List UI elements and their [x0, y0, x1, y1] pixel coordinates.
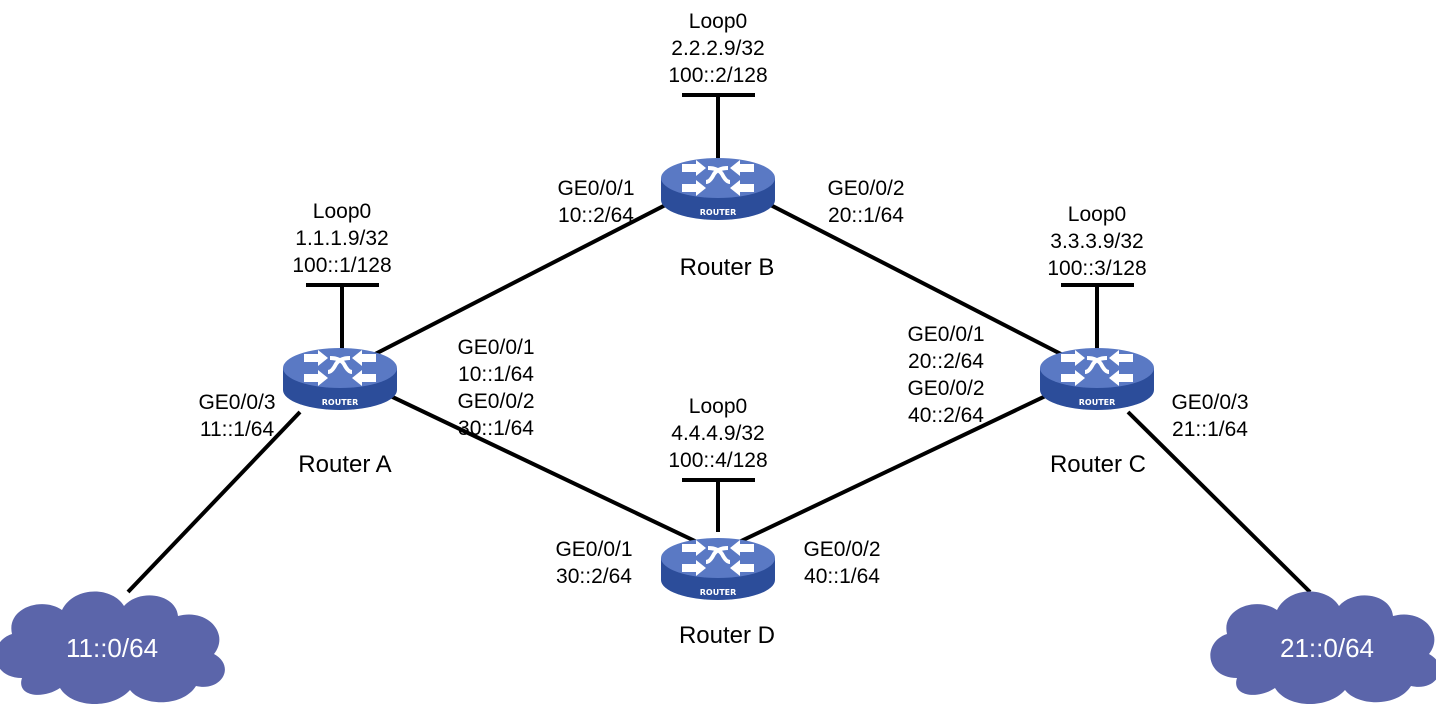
router-d-ge0-0-1-ip: 30::2/64	[556, 565, 632, 588]
router-d[interactable]: ROUTER	[659, 536, 777, 602]
router-d-loopback-name: Loop0	[689, 395, 747, 418]
router-badge: ROUTER	[700, 208, 737, 217]
router-b-loopback-name: Loop0	[689, 10, 747, 33]
router-a[interactable]: ROUTER	[281, 346, 399, 412]
router-a-loopback-name: Loop0	[313, 200, 371, 223]
router-c-ge0-0-2-ip: 40::2/64	[908, 404, 984, 427]
router-badge: ROUTER	[322, 398, 359, 407]
link-c-network-right	[1126, 410, 1312, 594]
router-d-ge0-0-1-name: GE0/0/1	[555, 538, 632, 561]
router-b-ge0-0-2-name: GE0/0/2	[827, 177, 904, 200]
router-a-loopback-ipv6: 100::1/128	[292, 254, 391, 277]
router-b-ge0-0-2-ip: 20::1/64	[828, 204, 904, 227]
router-c-name: Router C	[1050, 451, 1146, 478]
router-c-ge0-0-3-name: GE0/0/3	[1171, 391, 1248, 414]
router-c-ge0-0-1-name: GE0/0/1	[907, 323, 984, 346]
router-b-ge0-0-1-name: GE0/0/1	[557, 177, 634, 200]
router-d-name: Router D	[679, 622, 775, 649]
network-cloud-right: 21::0/64	[1210, 591, 1436, 705]
link-a-d	[339, 370, 719, 554]
network-cloud-left: 11::0/64	[0, 591, 225, 705]
router-a-name: Router A	[298, 451, 391, 478]
router-badge: ROUTER	[700, 588, 737, 597]
router-badge: ROUTER	[1079, 398, 1116, 407]
router-c-loopback-ipv6: 100::3/128	[1047, 257, 1146, 280]
router-d-ge0-0-2-name: GE0/0/2	[803, 538, 880, 561]
router-a-ge0-0-1-ip: 10::1/64	[458, 363, 534, 386]
link-b-c	[717, 176, 1097, 374]
router-c[interactable]: ROUTER	[1038, 346, 1156, 412]
router-b[interactable]: ROUTER	[659, 156, 777, 222]
link-a-network-left	[126, 410, 302, 594]
router-b-loopback-ipv6: 100::2/128	[668, 64, 767, 87]
router-a-ge0-0-3-name: GE0/0/3	[198, 391, 275, 414]
router-c-ge0-0-2-name: GE0/0/2	[907, 377, 984, 400]
router-a-loopback-ipv4: 1.1.1.9/32	[295, 227, 388, 250]
router-c-ge0-0-1-ip: 20::2/64	[908, 350, 984, 373]
router-b-loopback-ipv4: 2.2.2.9/32	[671, 37, 764, 60]
network-right-label: 21::0/64	[1280, 633, 1374, 663]
router-d-loopback-ipv4: 4.4.4.9/32	[671, 422, 764, 445]
link-d-c	[717, 370, 1097, 554]
router-c-ge0-0-3-ip: 21::1/64	[1172, 418, 1248, 441]
router-c-loopback-ipv4: 3.3.3.9/32	[1050, 230, 1143, 253]
router-a-ge0-0-2-name: GE0/0/2	[457, 390, 534, 413]
router-d-loopback-ipv6: 100::4/128	[668, 449, 767, 472]
router-a-ge0-0-2-ip: 30::1/64	[458, 417, 534, 440]
router-b-name: Router B	[680, 254, 775, 281]
router-a-ge0-0-3-ip: 11::1/64	[200, 418, 275, 441]
link-a-b	[339, 176, 719, 374]
router-b-ge0-0-1-ip: 10::2/64	[558, 204, 634, 227]
router-d-ge0-0-2-ip: 40::1/64	[804, 565, 880, 588]
router-a-ge0-0-1-name: GE0/0/1	[457, 336, 534, 359]
router-c-loopback-name: Loop0	[1068, 203, 1126, 226]
network-left-label: 11::0/64	[66, 633, 158, 663]
